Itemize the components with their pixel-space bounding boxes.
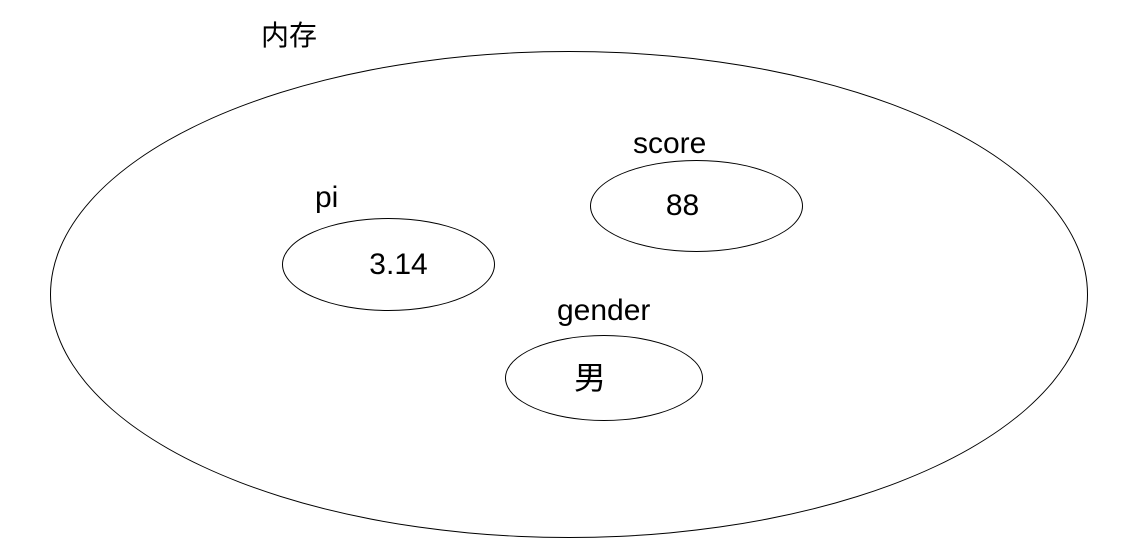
- variable-ellipse-gender: 男: [505, 335, 703, 421]
- variable-ellipse-score: 88: [590, 160, 803, 252]
- variable-value-pi: 3.14: [369, 247, 428, 281]
- variable-value-score: 88: [665, 189, 700, 222]
- variable-value-gender: 男: [573, 360, 606, 396]
- variable-label-gender: gender: [557, 294, 651, 327]
- variable-label-score: score: [633, 127, 707, 160]
- memory-container-label: 内存: [261, 20, 318, 51]
- memory-container-ellipse: [50, 51, 1088, 538]
- variable-ellipse-pi: 3.14: [282, 218, 495, 311]
- variable-label-pi: pi: [315, 181, 339, 214]
